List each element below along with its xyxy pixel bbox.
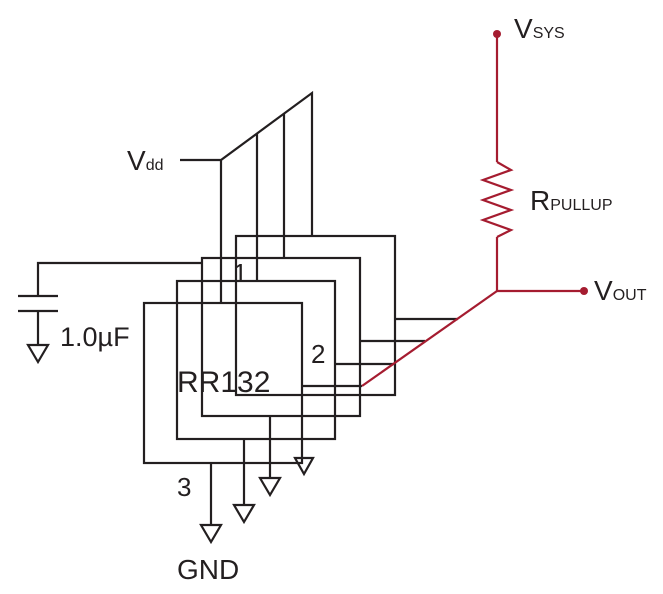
- capacitor: [18, 261, 202, 365]
- chip-outline-4: [234, 234, 397, 397]
- gnd-label: GND: [177, 554, 239, 585]
- pullup-network: [361, 30, 588, 387]
- pin1-label: 1: [233, 258, 247, 288]
- ground-icon-4: [293, 456, 315, 477]
- vdd-label: Vdd: [127, 145, 163, 176]
- rpullup-label: RPULLUP: [530, 185, 612, 216]
- vdd-wire: [180, 90, 314, 236]
- chip-label: RR132: [177, 366, 270, 399]
- vdd-bus: [180, 90, 314, 303]
- ground-icon-2: [232, 503, 256, 525]
- vout-label: VOUT: [594, 275, 647, 306]
- output-stubs: [302, 317, 458, 388]
- chip-outline-1: [142, 301, 304, 465]
- cap-wire: [36, 261, 202, 296]
- output-bus: [361, 290, 498, 387]
- vsys-dot: [493, 30, 501, 38]
- resistor-icon: [479, 161, 515, 238]
- ground-icon-3: [258, 476, 282, 498]
- cap-ground-icon: [26, 343, 50, 365]
- ground-icon-1: [199, 523, 223, 545]
- vsys-label: VSYS: [514, 13, 565, 44]
- chip-outline-3: [200, 256, 362, 418]
- pin3-label: 3: [177, 472, 191, 502]
- ground-pins: [199, 416, 315, 545]
- capacitor-label: 1.0µF: [60, 322, 130, 352]
- pin2-label: 2: [311, 339, 325, 369]
- vout-dot: [580, 287, 588, 295]
- chip-stack: [142, 234, 397, 465]
